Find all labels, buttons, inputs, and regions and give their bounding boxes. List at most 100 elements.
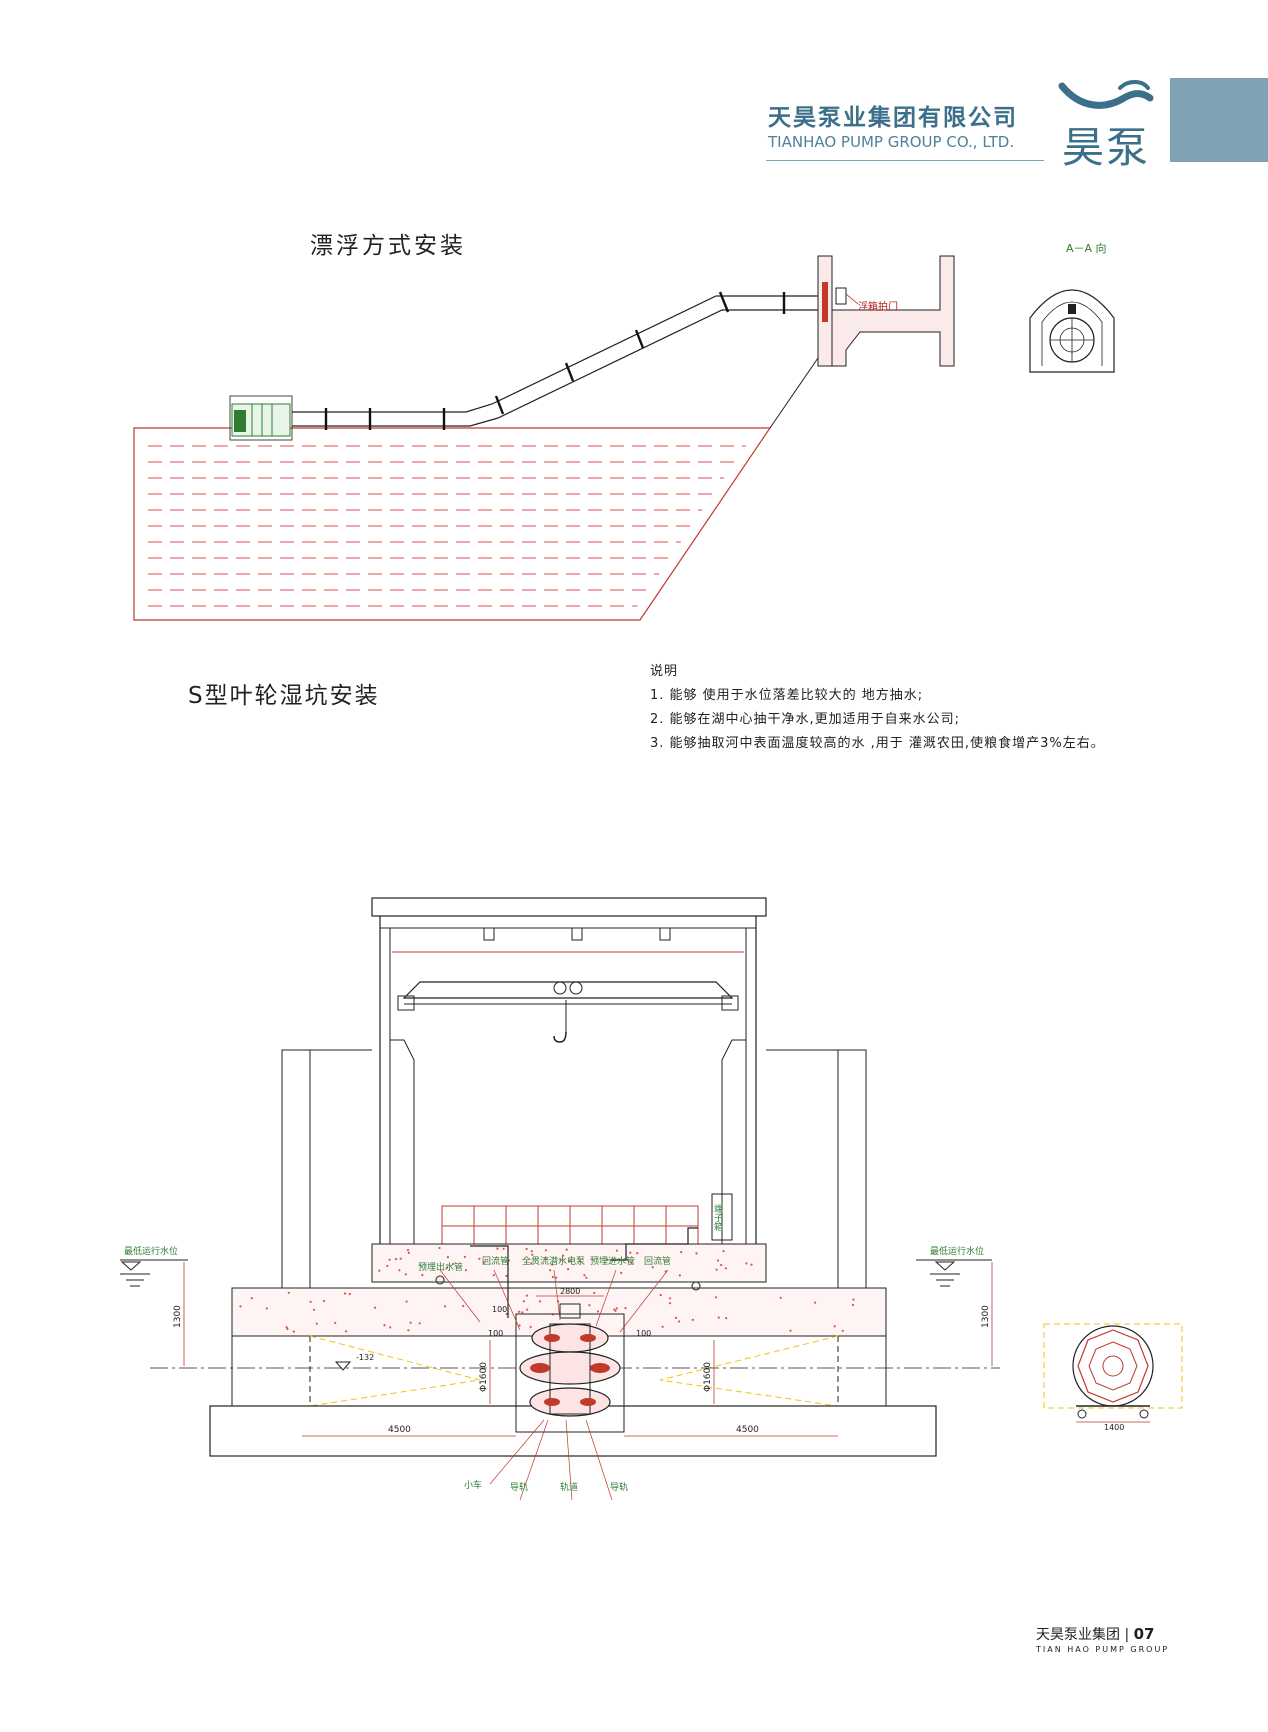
speckle-dot <box>565 1248 568 1251</box>
speckle-dot <box>388 1258 391 1261</box>
speckle-dot <box>406 1249 410 1252</box>
dim-2800: 2800 <box>560 1287 580 1296</box>
speckle-dot <box>521 1311 524 1314</box>
speckle-dot <box>789 1329 792 1332</box>
speckle-dot <box>596 1310 600 1313</box>
speckle-dot <box>345 1330 348 1333</box>
dim-dia-left: Φ1600 <box>479 1362 489 1392</box>
speckle-dot <box>525 1247 528 1251</box>
junction-box-label: 端子箱 <box>712 1203 723 1232</box>
wet-pit-install-diagram: 端子箱 最低运行水位 最低运行水位 <box>120 897 1183 1500</box>
speckle-dot <box>531 1253 534 1256</box>
speckle-dot <box>334 1321 337 1324</box>
speckle-dot <box>239 1305 242 1308</box>
speckle-dot <box>813 1301 817 1304</box>
min-level-left-marker: 最低运行水位 <box>120 1245 188 1287</box>
label-cart: 小车 <box>464 1479 482 1491</box>
speckle-dot <box>583 1274 586 1277</box>
label-return-pipe-right: 回流管 <box>644 1255 671 1267</box>
return-pipe <box>610 1227 698 1261</box>
speckle-dot <box>309 1300 312 1303</box>
speckle-dot <box>407 1251 410 1254</box>
speckle-dot <box>421 1273 424 1277</box>
speckle-dot <box>343 1292 347 1295</box>
dim-1400: 1400 <box>1104 1423 1124 1432</box>
label-return-pipe-left: 回流管 <box>482 1255 509 1267</box>
label-guide-rail-left: 导轨 <box>510 1481 528 1493</box>
speckle-dot <box>518 1324 521 1327</box>
right-outer-pier <box>837 1049 867 1299</box>
speckle-dot <box>691 1318 694 1321</box>
note-item-1: 1. 能够 使用于水位落差比较大的 地方抽水; <box>650 688 924 703</box>
speckle-dot <box>445 1266 449 1269</box>
speckle-dot <box>464 1269 467 1272</box>
speckle-dot <box>852 1298 855 1301</box>
speckle-dot <box>620 1271 623 1274</box>
speckle-dot <box>720 1264 723 1267</box>
min-level-left-label: 最低运行水位 <box>124 1245 178 1257</box>
wall-opening <box>822 282 828 322</box>
overhead-crane <box>402 981 734 999</box>
speckle-dot <box>624 1307 627 1310</box>
speckle-dot <box>585 1276 588 1279</box>
note-item-3: 3. 能够抽取河中表面温度较高的水 ,用于 灌溉农田,使粮食增产3%左右。 <box>650 736 1105 751</box>
speckle-dot <box>717 1316 720 1319</box>
speckle-dot <box>386 1264 389 1268</box>
footer-brand-en: TIAN HAO PUMP GROUP <box>1036 1645 1170 1654</box>
outlet-channel <box>831 255 955 367</box>
header-color-bar <box>1170 78 1268 162</box>
speckle-dot <box>418 1322 421 1325</box>
speckle-dot <box>630 1261 633 1265</box>
speckle-dot <box>714 1296 718 1299</box>
speckle-dot <box>833 1325 836 1328</box>
speckle-dot <box>265 1307 268 1310</box>
page-footer: 天昊泵业集团 | 07 TIAN HAO PUMP GROUP <box>1036 1625 1170 1654</box>
speckle-dot <box>287 1291 290 1294</box>
speckle-dot <box>405 1300 408 1303</box>
speckle-dot <box>716 1259 720 1262</box>
speckle-dot <box>615 1307 618 1310</box>
speckle-dot <box>518 1310 521 1313</box>
speckle-dot <box>444 1305 447 1308</box>
speckle-dot <box>407 1329 410 1332</box>
speckle-dot <box>348 1292 351 1296</box>
pump-house-floor <box>371 1243 767 1283</box>
speckle-dot <box>394 1258 398 1261</box>
speckle-dot <box>438 1246 441 1250</box>
speckle-dot <box>695 1252 698 1255</box>
dim-4500-left: 4500 <box>388 1425 411 1435</box>
speckle-dot <box>841 1329 844 1332</box>
speckle-dot <box>389 1326 392 1329</box>
notes-block: 说明 1. 能够 使用于水位落差比较大的 地方抽水; 2. 能够在湖中心抽干净水… <box>650 660 1105 756</box>
speckle-dot <box>404 1273 407 1276</box>
speckle-dot <box>505 1312 508 1316</box>
speckle-dot <box>315 1322 318 1325</box>
speckle-dot <box>725 1317 728 1320</box>
speckle-dot <box>529 1325 532 1328</box>
pump-intake <box>234 410 246 432</box>
speckle-dot <box>680 1251 683 1254</box>
reservoir-outline <box>133 427 772 621</box>
pipeline-top <box>292 295 830 413</box>
dimension-lines <box>183 1262 993 1437</box>
speckle-dot <box>651 1266 654 1269</box>
speckle-dot <box>378 1269 381 1272</box>
speckle-dot <box>669 1297 672 1300</box>
speckle-dot <box>568 1260 572 1263</box>
hoist-grid <box>441 1205 699 1245</box>
wet-pit-install-title: S型叶轮湿坑安装 <box>188 683 380 709</box>
floating-install-diagram: 浮箱拍门 A－A 向 <box>133 241 1115 621</box>
dim-100-c: 100 <box>636 1329 651 1338</box>
label-outlet-pipe: 预埋出水管 <box>418 1261 463 1273</box>
speckle-dot <box>505 1274 508 1277</box>
min-level-right-marker: 最低运行水位 <box>916 1245 992 1287</box>
speckle-dot <box>525 1294 529 1297</box>
label-guide-rail-right: 导轨 <box>610 1481 628 1493</box>
speckle-dot <box>285 1326 288 1329</box>
speckle-dot <box>530 1250 533 1253</box>
speckle-dot <box>674 1316 678 1319</box>
speckle-dot <box>588 1304 591 1307</box>
pipeline-bottom <box>292 309 830 427</box>
speckle-dot <box>398 1269 401 1272</box>
float-frame <box>229 395 293 441</box>
